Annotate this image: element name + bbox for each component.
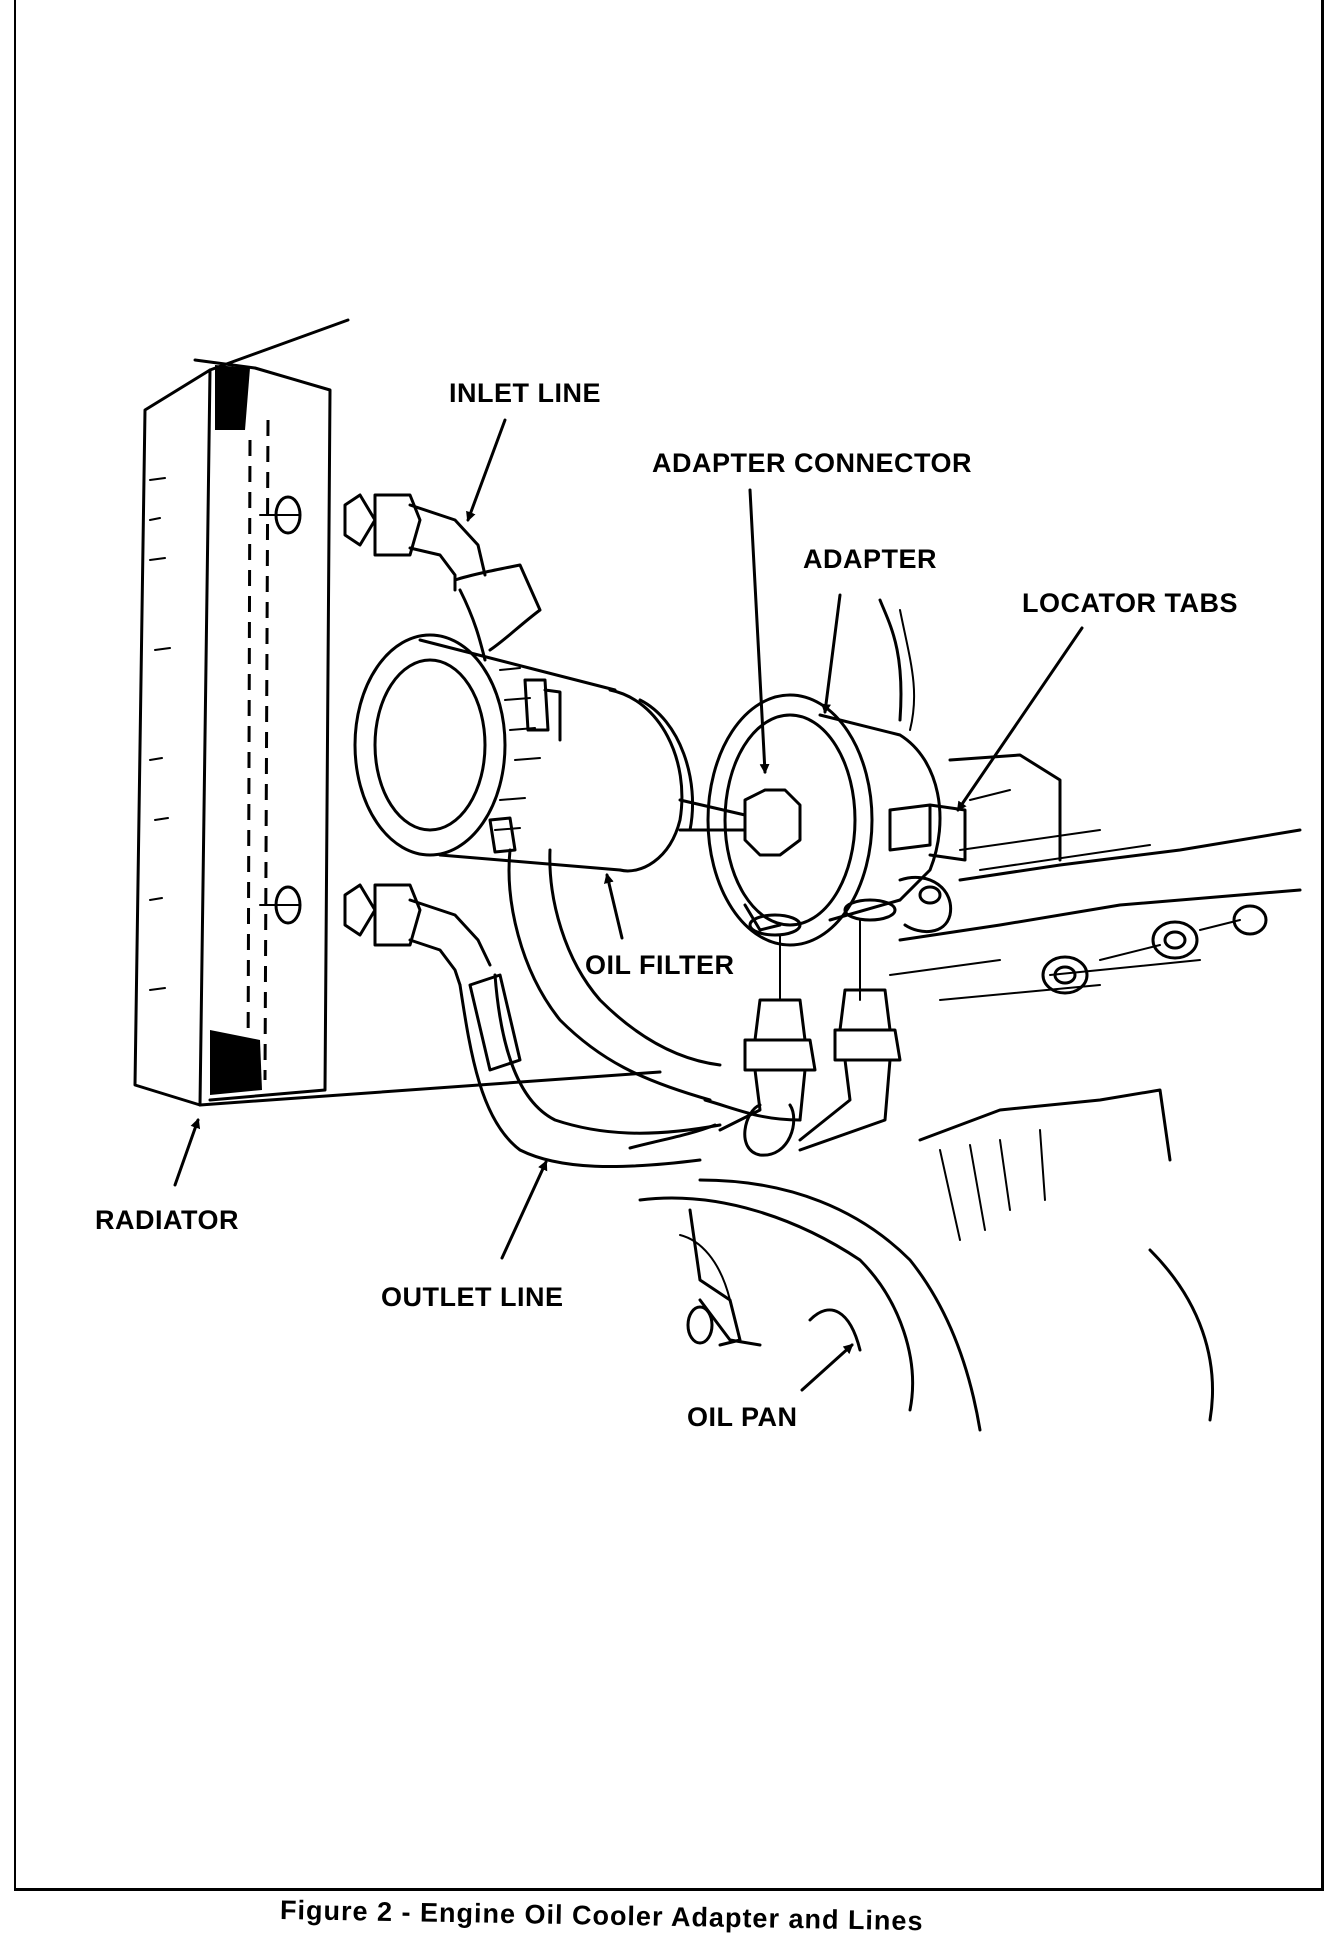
label-radiator: RADIATOR — [95, 1205, 239, 1235]
label-adapter-connector: ADAPTER CONNECTOR — [652, 448, 973, 478]
adapter-drawing — [678, 693, 967, 947]
label-locator-tabs: LOCATOR TABS — [1022, 588, 1238, 618]
label-oil-pan: OIL PAN — [687, 1402, 798, 1432]
label-oil-filter: OIL FILTER — [585, 950, 735, 980]
label-adapter: ADAPTER — [803, 544, 938, 574]
label-outlet-line: OUTLET LINE — [381, 1282, 564, 1312]
callout-arrows — [173, 418, 1084, 1392]
label-inlet-line: INLET LINE — [449, 378, 601, 408]
upper-radiator-fitting — [259, 493, 542, 662]
adapter-fittings — [718, 919, 902, 1157]
outlet-line-hose — [458, 973, 722, 1169]
engine-block-lines — [638, 598, 1302, 1432]
radiator-drawing — [133, 318, 662, 1107]
lower-radiator-fitting — [259, 883, 492, 987]
oil-filter-drawing — [353, 633, 695, 873]
figure-frame — [14, 0, 1324, 1891]
